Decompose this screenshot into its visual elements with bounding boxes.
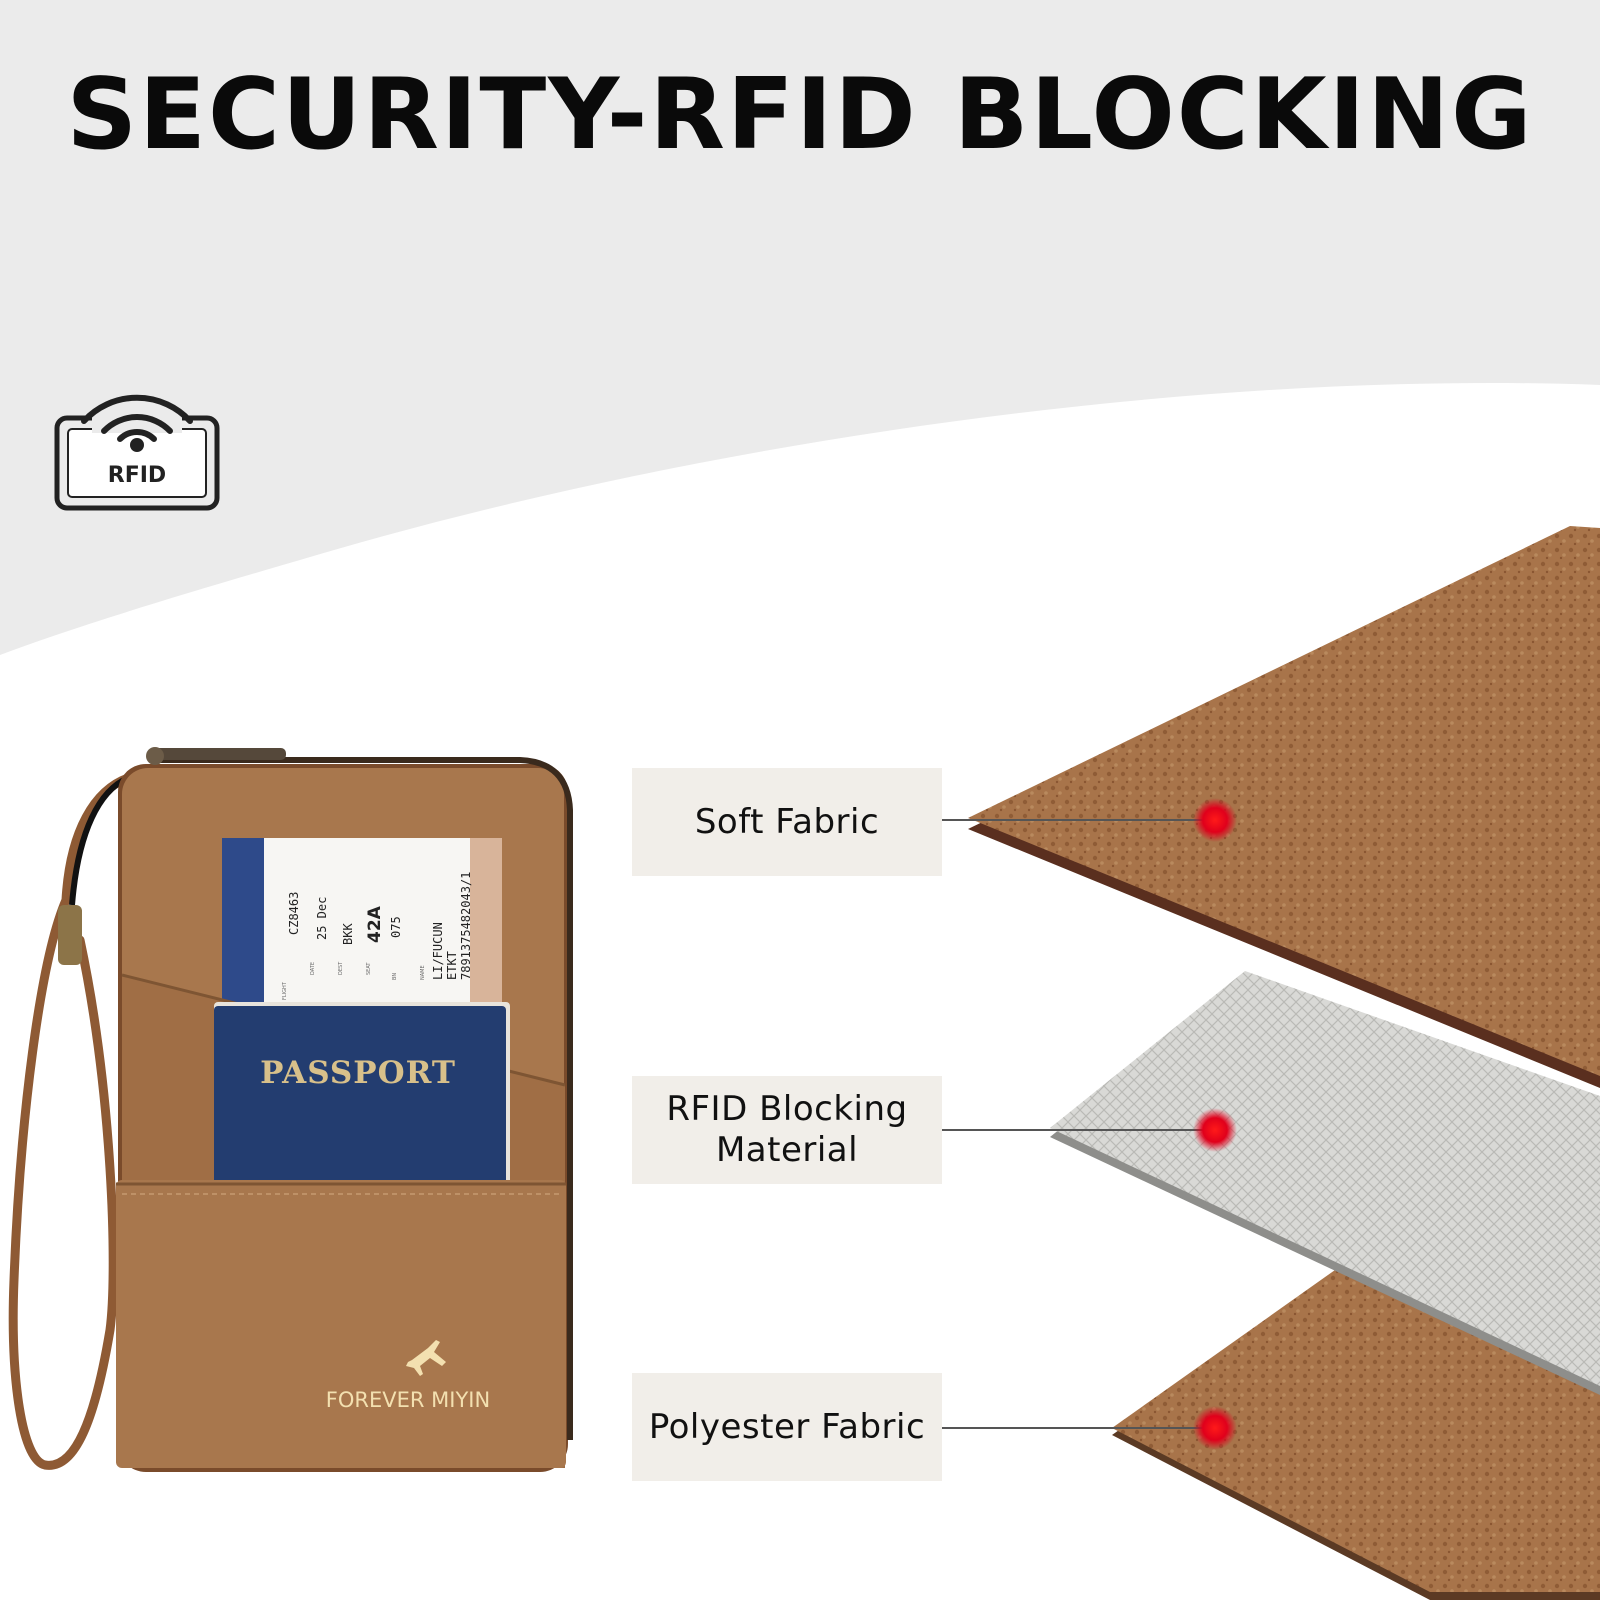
callout-polyester-fabric: Polyester Fabric <box>632 1373 942 1481</box>
brand-logo: FOREVER MIYIN <box>326 1340 490 1412</box>
ticket-field-name: NAME <box>420 965 426 980</box>
ticket-field-flight: FLIGHT <box>282 981 288 1000</box>
ticket-field-bn: BN <box>392 973 398 980</box>
boarding-pass: FLIGHT CZ8463 DATE 25 Dec DEST BKK SEAT … <box>222 838 502 1013</box>
ticket-date: 25 Dec <box>315 897 329 940</box>
rfid-blocking-sheet <box>1050 971 1600 1395</box>
strap-clasp <box>58 905 82 965</box>
rfid-badge-label: RFID <box>107 463 167 488</box>
ticket-flight: CZ8463 <box>287 892 301 935</box>
ticket-name: LI/FUCUN <box>431 922 445 980</box>
soft-fabric-sheet <box>968 526 1600 1088</box>
ticket-field-date: DATE <box>310 962 316 975</box>
ticket-dest: BKK <box>341 923 355 945</box>
ticket-etkt-label: ETKT <box>445 951 459 980</box>
callout-rfid-blocking-material: RFID Blocking Material <box>632 1076 942 1184</box>
marker-dot-rfid <box>1193 1108 1237 1152</box>
zipper-pull <box>150 748 286 760</box>
rfid-badge: RFID <box>54 385 220 515</box>
ticket-field-dest: DEST <box>338 961 344 975</box>
marker-dot-soft-fabric <box>1193 798 1237 842</box>
ticket-bn: 075 <box>389 916 403 938</box>
page-title: SECURITY-RFID BLOCKING <box>66 58 1534 172</box>
brand-name: FOREVER MIYIN <box>326 1388 490 1412</box>
front-pocket <box>116 1180 566 1468</box>
passport-wallet: FLIGHT CZ8463 DATE 25 Dec DEST BKK SEAT … <box>8 747 573 1472</box>
ticket-field-seat: SEAT <box>366 962 372 975</box>
passport-cover-label: PASSPORT <box>260 1055 456 1091</box>
wrist-strap <box>8 773 133 1470</box>
callout-soft-fabric: Soft Fabric <box>632 768 942 876</box>
ticket-etkt-number: 7891375482043/1 <box>459 872 473 980</box>
rfid-signal-icon <box>54 394 220 511</box>
passport: PASSPORT <box>214 1002 510 1196</box>
airplane-icon <box>406 1340 446 1376</box>
polyester-fabric-sheet <box>1112 1270 1600 1600</box>
marker-dot-polyester <box>1193 1406 1237 1450</box>
ticket-seat: 42A <box>365 905 385 943</box>
